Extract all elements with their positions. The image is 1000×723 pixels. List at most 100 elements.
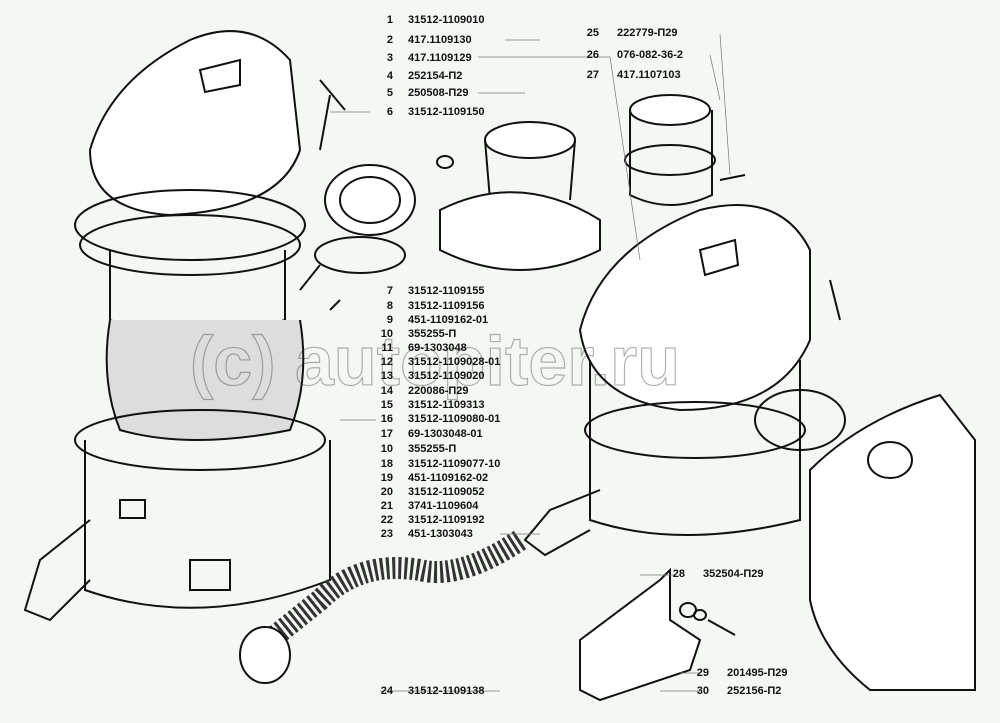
part-label: 12 31512-1109028-01 [376, 356, 501, 368]
part-label: 21 3741-1109604 [376, 500, 479, 512]
part-code: 201495-П29 [727, 667, 788, 679]
part-number: 29 [696, 667, 709, 679]
part-code: 3741-1109604 [408, 500, 479, 512]
part-label: 10 355255-П [376, 328, 457, 340]
part-label: 19 451-1109162-02 [376, 472, 488, 484]
part-code: 417.1109129 [408, 52, 472, 64]
part-code: 451-1109162-01 [408, 314, 489, 326]
part-label: 28 352504-П29 [668, 568, 764, 580]
part-label: 22 31512-1109192 [376, 514, 485, 526]
part-number: 13 [380, 370, 393, 382]
corrugated-hose [239, 530, 527, 684]
part-label: 24 31512-1109138 [376, 685, 485, 697]
part-code: 69-1303048-01 [408, 428, 483, 440]
part-label: 9 451-1109162-01 [376, 314, 488, 326]
leader-lines [330, 33, 731, 692]
part-number: 2 [386, 34, 393, 46]
part-code: 220086-П29 [408, 385, 469, 397]
part-number: 26 [586, 49, 599, 61]
part-code: 31512-1109156 [408, 300, 485, 312]
part-number: 21 [380, 500, 393, 512]
part-label: 8 31512-1109156 [376, 300, 485, 312]
part-code: 076-082-36-2 [617, 49, 684, 61]
part-number: 22 [380, 514, 393, 526]
part-label: 23 451-1303043 [376, 528, 473, 540]
part-code: 31512-1109150 [408, 106, 485, 118]
part-number: 28 [672, 568, 685, 580]
part-label: 20 31512-1109052 [376, 486, 485, 498]
part-label: 25 222779-П29 [582, 27, 678, 39]
part-label: 26 076-082-36-2 [582, 49, 683, 61]
part-code: 417.1107103 [617, 69, 681, 81]
part-number: 8 [386, 300, 393, 312]
part-code: 31512-1109020 [408, 370, 485, 382]
part-code: 31512-1109028-01 [408, 356, 501, 368]
part-label: 18 31512-1109077-10 [376, 458, 501, 470]
air-filter-right [523, 204, 841, 557]
part-number: 30 [696, 685, 709, 697]
part-number: 14 [380, 385, 393, 397]
part-code: 222779-П29 [617, 27, 678, 39]
part-code: 250508-П29 [408, 87, 469, 99]
part-label: 30 252156-П2 [692, 685, 782, 697]
part-code: 355255-П [408, 443, 457, 455]
part-label: 11 69-1303048 [376, 342, 466, 354]
watermark: (c) autopiter.ru [190, 322, 680, 400]
part-label: 13 31512-1109020 [376, 370, 485, 382]
part-label: 3 417.1109129 [376, 52, 472, 64]
part-code: 451-1303043 [408, 528, 473, 540]
part-number: 19 [380, 472, 393, 484]
sleeve [624, 94, 746, 206]
part-number: 25 [586, 27, 599, 39]
part-number: 12 [380, 356, 393, 368]
part-label: 29 201495-П29 [692, 667, 788, 679]
part-number: 18 [380, 458, 393, 470]
part-code: 31512-1109313 [408, 399, 485, 411]
part-code: 252156-П2 [727, 685, 782, 697]
part-number: 5 [386, 87, 393, 99]
part-code: 31512-1109192 [408, 514, 485, 526]
adapter [436, 121, 601, 271]
part-number: 23 [380, 528, 393, 540]
part-label: 4 252154-П2 [376, 70, 463, 82]
part-number: 3 [386, 52, 393, 64]
part-code: 417.1109130 [408, 34, 472, 46]
part-number: 4 [386, 70, 393, 82]
part-number: 10 [380, 443, 393, 455]
part-code: 31512-1109155 [408, 285, 485, 297]
part-code: 31512-1109052 [408, 486, 485, 498]
part-number: 20 [380, 486, 393, 498]
reservoir [754, 389, 976, 691]
part-code: 352504-П29 [703, 568, 764, 580]
part-label: 14 220086-П29 [376, 385, 469, 397]
air-filter-left [23, 30, 346, 622]
part-code: 31512-1109077-10 [408, 458, 501, 470]
part-number: 10 [380, 328, 393, 340]
part-number: 1 [386, 14, 393, 26]
part-number: 16 [380, 413, 393, 425]
part-label: 7 31512-1109155 [376, 285, 485, 297]
part-code: 69-1303048 [408, 342, 467, 354]
part-label: 1 31512-1109010 [376, 14, 485, 26]
seal-ring [299, 164, 416, 311]
part-label: 10 355255-П [376, 443, 457, 455]
part-number: 6 [386, 106, 393, 118]
part-code: 31512-1109080-01 [408, 413, 501, 425]
part-number: 7 [386, 285, 393, 297]
part-label: 6 31512-1109150 [376, 106, 485, 118]
part-code: 355255-П [408, 328, 457, 340]
part-number: 27 [586, 69, 599, 81]
part-label: 5 250508-П29 [376, 87, 469, 99]
part-label: 27 417.1107103 [582, 69, 681, 81]
bracket [579, 567, 736, 702]
part-code: 252154-П2 [408, 70, 463, 82]
part-number: 24 [380, 685, 393, 697]
part-number: 11 [381, 342, 393, 354]
part-code: 31512-1109138 [408, 685, 485, 697]
part-code: 31512-1109010 [408, 14, 485, 26]
part-number: 9 [386, 314, 393, 326]
part-code: 451-1109162-02 [408, 472, 489, 484]
